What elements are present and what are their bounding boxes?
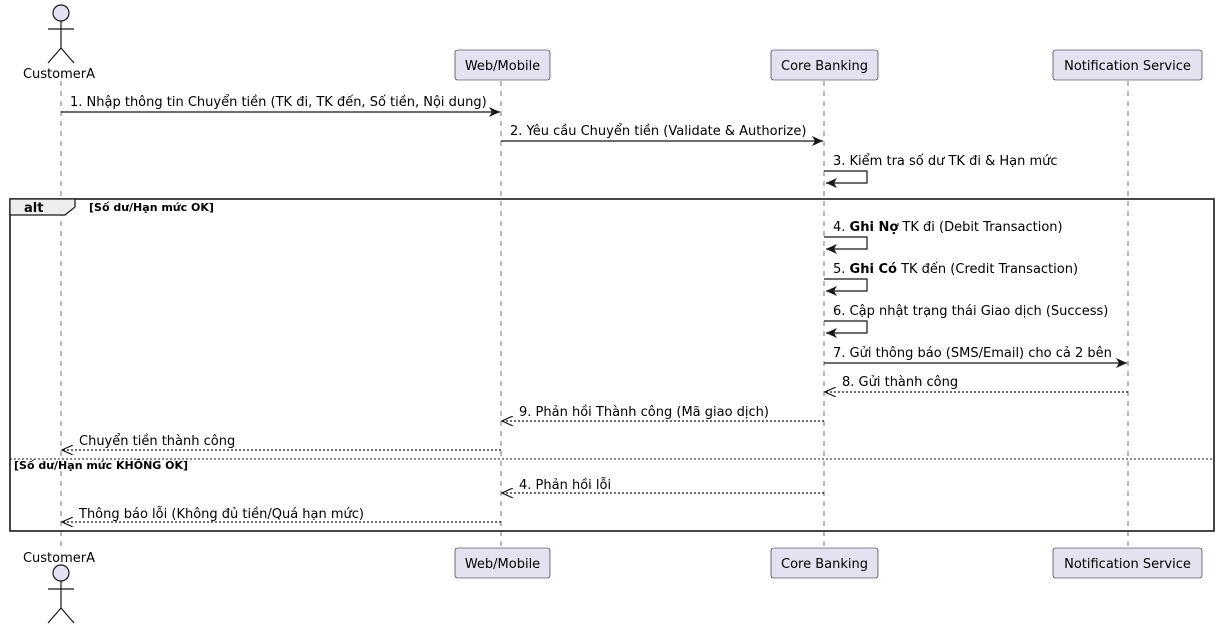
message-label: Thông báo lỗi (Không đủ tiền/Quá hạn mức… [78,507,364,522]
participant-box [454,547,551,579]
message-7: 7. Gửi thông báo (SMS/Email) cho cả 2 bê… [824,346,1127,368]
participant-name: Web/Mobile [465,59,540,74]
participant-box [454,49,551,81]
participant-box [1052,49,1203,81]
message-label: Chuyển tiền thành công [79,434,235,449]
message-label: 3. Kiểm tra số dư TK đi & Hạn mức [833,154,1058,169]
message-4: 4. Ghi Nợ TK đi (Debit Transaction) [824,220,1063,254]
actor-head-icon [52,4,70,22]
actor-name-top: CustomerA [23,67,95,82]
participant-name: Web/Mobile [465,557,540,572]
message-label: 1. Nhập thông tin Chuyển tiền (TK đi, TK… [70,95,487,110]
actor-head-icon [52,564,70,582]
actor-leg-left-icon [47,47,62,64]
fragment-header-tab [9,198,76,216]
participant-name: Core Banking [781,59,868,74]
participant-box [770,547,879,579]
message-8: 8. Gửi thành công [825,375,1128,392]
self-message-arrow [824,236,868,254]
participant-name: Core Banking [781,557,868,572]
actor-bottom: CustomerA [23,551,95,624]
actor-top: CustomerA [23,4,95,82]
message-5: 5. Ghi Có TK đến (Credit Transaction) [824,262,1078,296]
lifelines [60,81,1129,547]
participant-web-bottom: Web/Mobile [454,547,551,579]
actor-leg-left-icon [47,607,62,624]
self-message-arrow [824,278,868,296]
participant-name: Notification Service [1064,557,1191,572]
message-10: Chuyển tiền thành công [62,434,501,450]
message-2: 2. Yêu cầu Chuyển tiền (Validate & Autho… [501,124,823,146]
messages: 1. Nhập thông tin Chuyển tiền (TK đi, TK… [61,95,1128,522]
participant-notify-top: Notification Service [1052,49,1203,81]
self-message-arrow [824,170,868,188]
participant-name: Notification Service [1064,59,1191,74]
actor-name-bottom: CustomerA [23,551,95,566]
participant-box [770,49,879,81]
message-1: 1. Nhập thông tin Chuyển tiền (TK đi, TK… [61,95,500,117]
participant-heads: CustomerACustomerAWeb/MobileWeb/MobileCo… [23,4,1203,624]
participant-box [1052,547,1203,579]
fragment-keyword: alt [24,201,43,216]
actor-leg-right-icon [60,47,75,64]
message-9: 9. Phản hồi Thành công (Mã giao dịch) [502,405,824,421]
participant-web-top: Web/Mobile [454,49,551,81]
message-12: Thông báo lỗi (Không đủ tiền/Quá hạn mức… [62,507,501,522]
message-3: 3. Kiểm tra số dư TK đi & Hạn mức [824,154,1058,188]
message-label: 4. Ghi Nợ TK đi (Debit Transaction) [833,220,1063,235]
fragment-guard: [Số dư/Hạn mức OK] [89,201,214,214]
actor-leg-right-icon [60,607,75,624]
message-label: 8. Gửi thành công [842,375,958,390]
message-label: 7. Gửi thông báo (SMS/Email) cho cả 2 bê… [833,346,1112,361]
self-message-arrow [824,320,868,338]
message-11: 4. Phản hồi lỗi [502,478,824,493]
participant-core-top: Core Banking [770,49,879,81]
message-label: 2. Yêu cầu Chuyển tiền (Validate & Autho… [510,124,806,139]
message-6: 6. Cập nhật trạng thái Giao dịch (Succes… [824,304,1108,338]
message-label: 9. Phản hồi Thành công (Mã giao dịch) [519,405,769,420]
fragment-else-guard: [Số dư/Hạn mức KHÔNG OK] [14,459,188,472]
participant-core-bottom: Core Banking [770,547,879,579]
fragment-frame [9,198,1215,532]
message-label: 6. Cập nhật trạng thái Giao dịch (Succes… [833,304,1108,319]
alt-fragment: alt [Số dư/Hạn mức OK] [Số dư/Hạn mức KHÔN… [9,198,1215,532]
message-label: 5. Ghi Có TK đến (Credit Transaction) [833,262,1078,277]
message-label: 4. Phản hồi lỗi [519,478,611,493]
participant-notify-bottom: Notification Service [1052,547,1203,579]
